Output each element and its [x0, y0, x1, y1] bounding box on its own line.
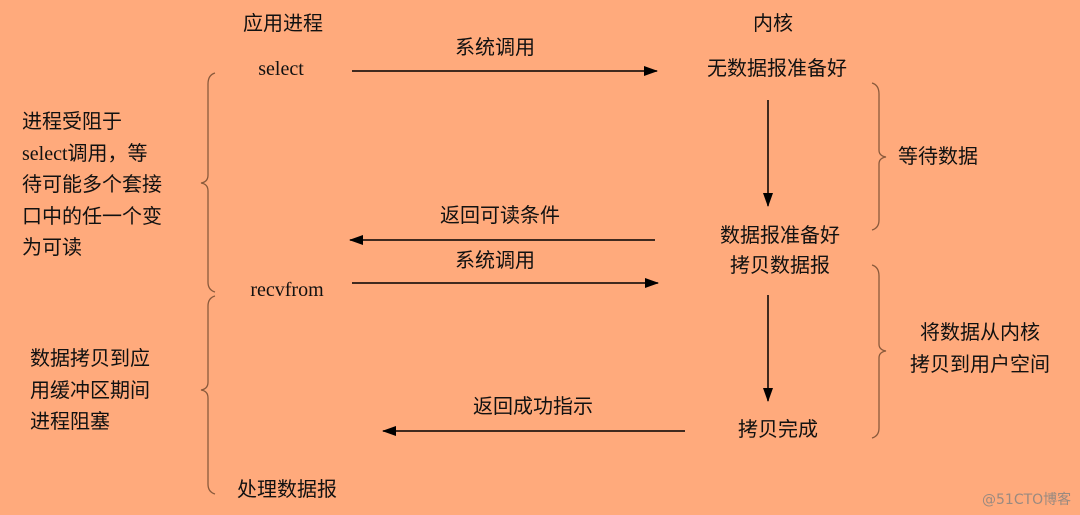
brace-left-copy: [200, 295, 216, 495]
label-copy-phase-2: 拷贝到用户空间: [910, 354, 1050, 376]
watermark: @51CTO博客: [982, 492, 1072, 508]
label-select: select: [258, 58, 304, 80]
label-copy-datagram: 拷贝数据报: [730, 255, 830, 277]
note-blocked-select: 进程受阻于 select调用，等 待可能多个套接 口中的任一个变 为可读: [22, 111, 162, 259]
label-no-data: 无数据报准备好: [707, 58, 847, 80]
brace-right-wait: [871, 82, 887, 231]
note-blocked-copy: 数据拷贝到应 用缓冲区期间 进程阻塞: [30, 348, 150, 433]
label-return-readable: 返回可读条件: [440, 205, 560, 227]
label-process-datagram: 处理数据报: [237, 479, 337, 501]
brace-left-select: [200, 72, 216, 293]
label-recvfrom: recvfrom: [250, 279, 324, 301]
label-return-success: 返回成功指示: [473, 396, 593, 418]
label-copy-phase-1: 将数据从内核: [920, 322, 1040, 344]
brace-right-copy: [871, 264, 887, 439]
label-syscall-2: 系统调用: [455, 250, 535, 272]
label-copy-done: 拷贝完成: [738, 419, 818, 441]
header-app-process: 应用进程: [243, 13, 323, 35]
label-wait-data: 等待数据: [898, 146, 978, 168]
label-data-ready: 数据报准备好: [720, 225, 840, 247]
header-kernel: 内核: [753, 13, 793, 35]
label-syscall-1: 系统调用: [455, 37, 535, 59]
